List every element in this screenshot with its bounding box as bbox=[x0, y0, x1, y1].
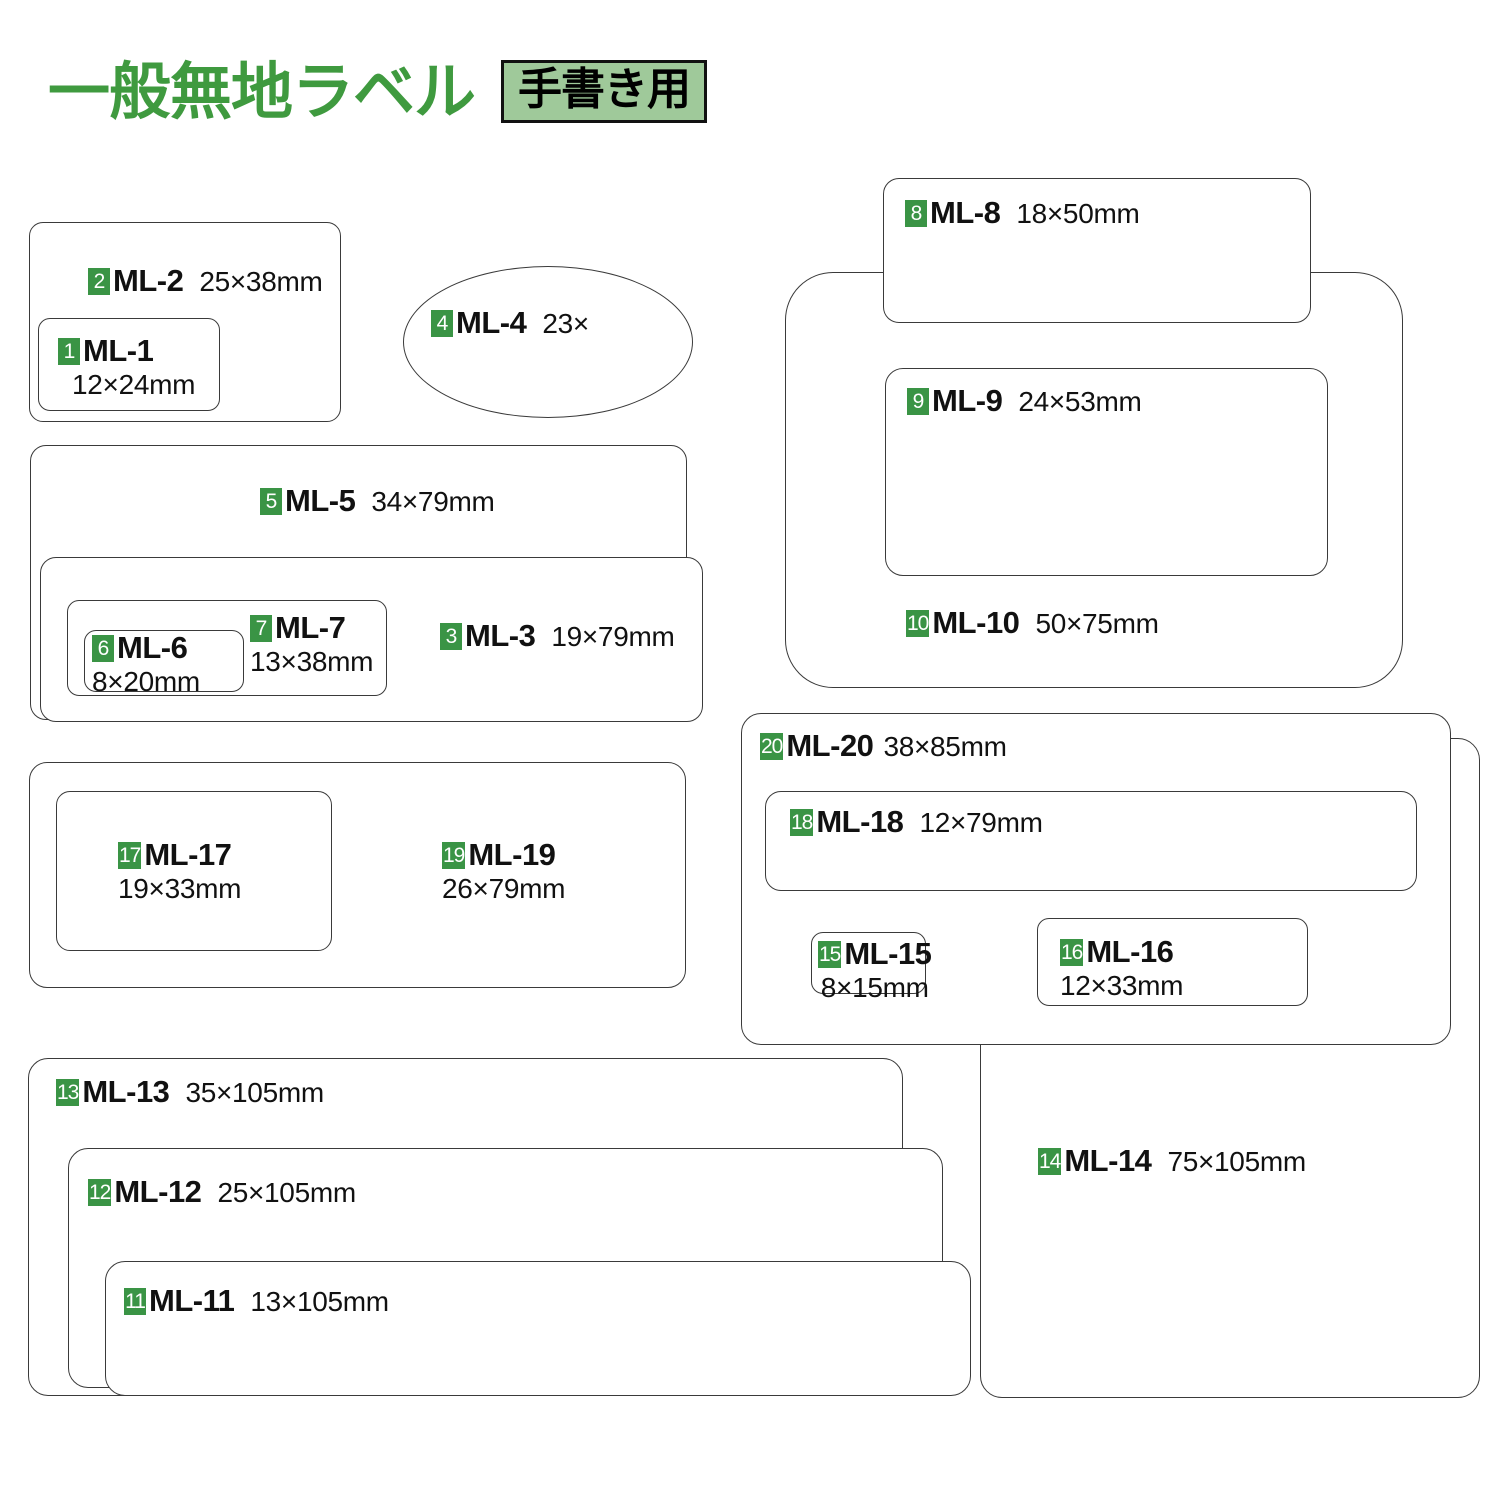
caption-ml-6: 6 ML-6 8×20mm bbox=[92, 630, 200, 697]
badge-number-ml-10: 10 bbox=[906, 609, 929, 637]
label-code-ml-1: ML-1 bbox=[83, 333, 154, 368]
badge-number-ml-17: 17 bbox=[118, 841, 141, 869]
label-dimension-ml-2: 25×38mm bbox=[199, 265, 323, 297]
label-code-ml-11: ML-11 bbox=[149, 1283, 235, 1318]
label-dimension-ml-20: 38×85mm bbox=[883, 730, 1007, 762]
label-code-ml-2: ML-2 bbox=[113, 263, 184, 298]
badge-number-ml-11: 11 bbox=[124, 1287, 146, 1315]
label-dimension-ml-1: 12×24mm bbox=[72, 368, 196, 400]
caption-ml-20: 20 ML-20 38×85mm bbox=[760, 728, 1007, 763]
label-code-ml-7: ML-7 bbox=[275, 610, 346, 645]
label-dimension-ml-19: 26×79mm bbox=[442, 872, 566, 904]
label-code-ml-8: ML-8 bbox=[930, 195, 1001, 230]
label-code-ml-10: ML-10 bbox=[932, 605, 1020, 640]
label-dimension-ml-10: 50×75mm bbox=[1035, 607, 1159, 639]
badge-number-ml-9: 9 bbox=[907, 387, 929, 415]
label-code-ml-3: ML-3 bbox=[465, 618, 536, 653]
label-dimension-ml-4: 23× bbox=[542, 307, 589, 339]
label-dimension-ml-13: 35×105mm bbox=[185, 1076, 324, 1108]
label-code-ml-5: ML-5 bbox=[285, 483, 356, 518]
badge-number-ml-3: 3 bbox=[440, 622, 462, 650]
caption-ml-4: 4 ML-4 23× bbox=[431, 305, 589, 340]
caption-ml-16: 16 ML-16 12×33mm bbox=[1060, 934, 1184, 1001]
caption-ml-10: 10 ML-10 50×75mm bbox=[906, 605, 1159, 640]
caption-ml-1: 1 ML-1 12×24mm bbox=[58, 333, 196, 400]
label-dimension-ml-7: 13×38mm bbox=[250, 645, 374, 677]
label-code-ml-6: ML-6 bbox=[117, 630, 188, 665]
label-code-ml-19: ML-19 bbox=[468, 837, 556, 872]
page-title: 一般無地ラベル bbox=[48, 54, 476, 128]
handwriting-badge-label: 手書き用 bbox=[518, 64, 691, 115]
badge-number-ml-2: 2 bbox=[88, 267, 110, 295]
label-dimension-ml-15: 8×15mm bbox=[820, 971, 929, 1003]
label-code-ml-4: ML-4 bbox=[456, 305, 527, 340]
label-dimension-ml-6: 8×20mm bbox=[92, 665, 200, 697]
badge-number-ml-15: 15 bbox=[818, 940, 841, 968]
label-dimension-ml-18: 12×79mm bbox=[919, 806, 1043, 838]
caption-ml-17: 17 ML-17 19×33mm bbox=[118, 837, 242, 904]
label-shape-ml-17 bbox=[56, 791, 332, 951]
label-shape-ml-8 bbox=[883, 178, 1311, 323]
label-dimension-ml-5: 34×79mm bbox=[371, 485, 495, 517]
label-dimension-ml-17: 19×33mm bbox=[118, 872, 242, 904]
handwriting-badge: 手書き用 bbox=[501, 60, 708, 123]
label-dimension-ml-12: 25×105mm bbox=[217, 1176, 356, 1208]
label-dimension-ml-14: 75×105mm bbox=[1167, 1145, 1306, 1177]
badge-number-ml-4: 4 bbox=[431, 309, 453, 337]
caption-ml-9: 9 ML-9 24×53mm bbox=[907, 383, 1142, 418]
badge-number-ml-7: 7 bbox=[250, 614, 272, 642]
caption-ml-19: 19 ML-19 26×79mm bbox=[442, 837, 566, 904]
label-shape-ml-18 bbox=[765, 791, 1417, 891]
badge-number-ml-1: 1 bbox=[58, 337, 80, 365]
page-header: 一般無地ラベル 手書き用 bbox=[48, 54, 708, 128]
badge-number-ml-16: 16 bbox=[1060, 938, 1083, 966]
label-code-ml-17: ML-17 bbox=[144, 837, 232, 872]
caption-ml-12: 12 ML-12 25×105mm bbox=[88, 1174, 356, 1209]
label-dimension-ml-11: 13×105mm bbox=[250, 1285, 389, 1317]
label-code-ml-18: ML-18 bbox=[816, 804, 904, 839]
label-code-ml-15: ML-15 bbox=[844, 936, 932, 971]
badge-number-ml-8: 8 bbox=[905, 199, 927, 227]
caption-ml-3: 3 ML-3 19×79mm bbox=[440, 618, 675, 653]
caption-ml-7: 7 ML-7 13×38mm bbox=[250, 610, 374, 677]
label-dimension-ml-8: 18×50mm bbox=[1016, 197, 1140, 229]
caption-ml-2: 2 ML-2 25×38mm bbox=[88, 263, 323, 298]
label-dimension-ml-16: 12×33mm bbox=[1060, 969, 1184, 1001]
caption-ml-13: 13 ML-13 35×105mm bbox=[56, 1074, 324, 1109]
label-dimension-ml-9: 24×53mm bbox=[1018, 385, 1142, 417]
label-shape-ml-9 bbox=[885, 368, 1328, 576]
label-code-ml-16: ML-16 bbox=[1086, 934, 1174, 969]
badge-number-ml-19: 19 bbox=[442, 841, 465, 869]
caption-ml-5: 5 ML-5 34×79mm bbox=[260, 483, 495, 518]
badge-number-ml-13: 13 bbox=[56, 1078, 79, 1106]
caption-ml-15: 15 ML-15 8×15mm bbox=[818, 936, 932, 1003]
label-code-ml-14: ML-14 bbox=[1064, 1143, 1152, 1178]
badge-number-ml-14: 14 bbox=[1038, 1147, 1061, 1175]
badge-number-ml-18: 18 bbox=[790, 808, 813, 836]
badge-number-ml-20: 20 bbox=[760, 732, 783, 760]
label-shape-ml-11 bbox=[105, 1261, 971, 1396]
label-code-ml-13: ML-13 bbox=[82, 1074, 170, 1109]
label-shape-ml-4 bbox=[403, 266, 693, 418]
label-code-ml-12: ML-12 bbox=[114, 1174, 202, 1209]
label-dimension-ml-3: 19×79mm bbox=[551, 620, 675, 652]
caption-ml-8: 8 ML-8 18×50mm bbox=[905, 195, 1140, 230]
label-code-ml-9: ML-9 bbox=[932, 383, 1003, 418]
caption-ml-18: 18 ML-18 12×79mm bbox=[790, 804, 1043, 839]
label-code-ml-20: ML-20 bbox=[786, 728, 874, 763]
caption-ml-11: 11 ML-11 13×105mm bbox=[124, 1283, 389, 1318]
caption-ml-14: 14 ML-14 75×105mm bbox=[1038, 1143, 1306, 1178]
badge-number-ml-5: 5 bbox=[260, 487, 282, 515]
badge-number-ml-6: 6 bbox=[92, 634, 114, 662]
badge-number-ml-12: 12 bbox=[88, 1178, 111, 1206]
